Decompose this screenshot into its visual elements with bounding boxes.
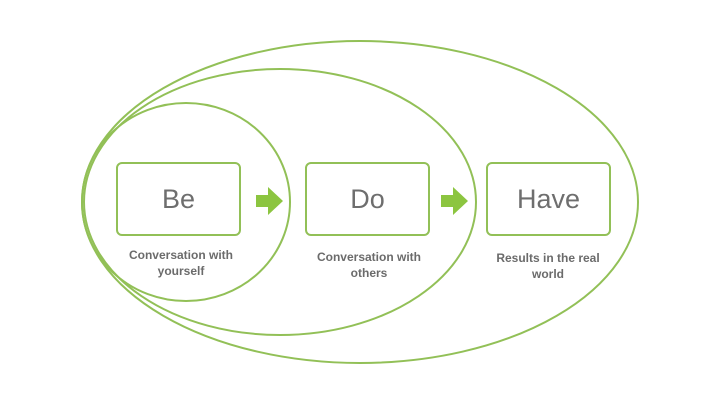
inner-ellipse-be — [81, 102, 291, 302]
stage-be-box: Be — [116, 162, 241, 236]
stage-do-label: Do — [350, 183, 385, 214]
arrow-right-icon — [441, 187, 468, 215]
stage-do-box: Do — [305, 162, 430, 236]
stage-be-label: Be — [161, 183, 196, 214]
stage-have-box: Have — [486, 162, 611, 236]
stage-have-label: Have — [516, 183, 581, 214]
stage-have-caption: Results in the real world — [496, 251, 600, 281]
stage-be-caption: Conversation with yourself — [128, 248, 233, 278]
middle-ellipse-do — [83, 68, 477, 336]
arrow-right-icon — [256, 187, 283, 215]
stage-do-caption: Conversation with others — [316, 250, 421, 280]
